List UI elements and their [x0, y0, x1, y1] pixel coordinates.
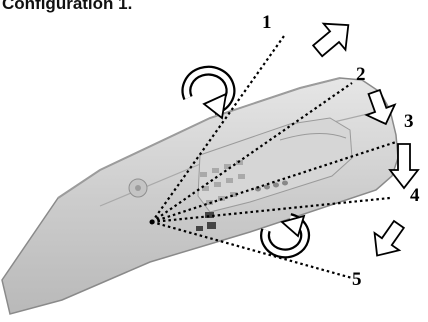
ray-label-1: 1 — [262, 12, 272, 33]
ray-label-4: 4 — [410, 185, 420, 206]
figure-title: Configuration 1. — [2, 0, 132, 14]
clockwise-rotation-icon — [186, 71, 230, 118]
ray-label-5: 5 — [352, 269, 362, 290]
device-photo — [2, 78, 398, 314]
ray-label-3: 3 — [404, 111, 414, 132]
ray-origin — [150, 220, 155, 225]
outline-arrow-down-left-icon — [365, 216, 411, 264]
outline-arrow-up-right-icon — [307, 12, 359, 64]
ray-label-2: 2 — [356, 64, 366, 85]
device-screw-center — [135, 185, 141, 191]
